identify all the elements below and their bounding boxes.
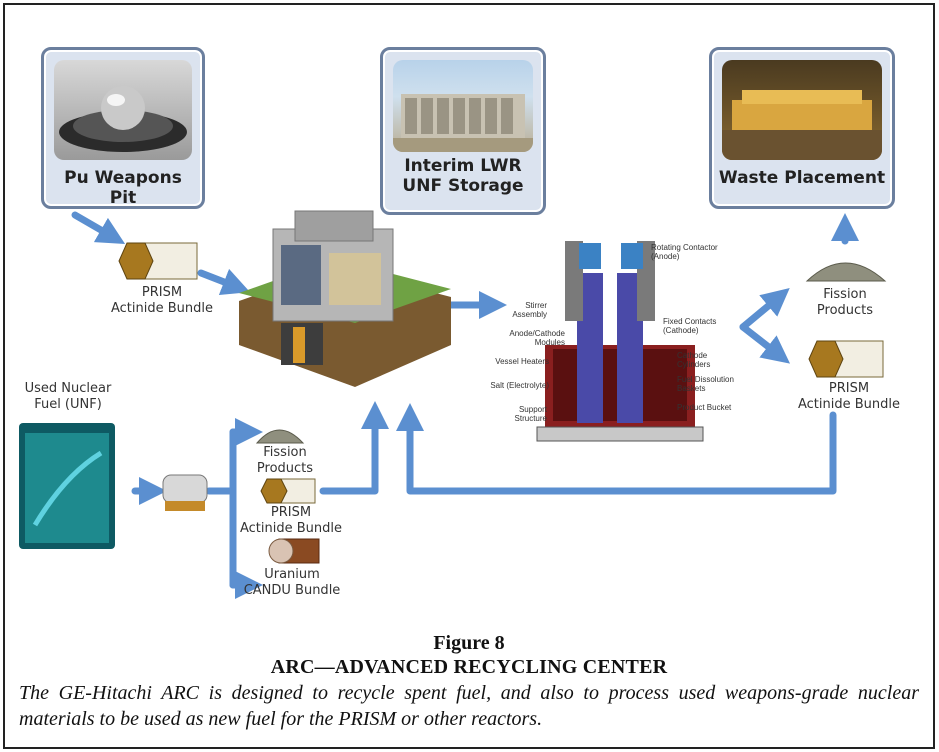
- figure-title: ARC—ADVANCED RECYCLING CENTER: [270, 656, 668, 678]
- label-support: Support Structure: [514, 405, 547, 423]
- prism-right-line1: PRISM: [828, 381, 870, 396]
- prism-right-label: PRISM Actinide Bundle: [789, 381, 909, 413]
- fission-left-line2: Products: [256, 461, 314, 476]
- lwr-storage-label: Interim LWR UNF Storage: [387, 156, 539, 196]
- prism-left-line1: PRISM: [270, 505, 312, 520]
- prism-top-line1: PRISM: [141, 285, 183, 300]
- uranium-line2: CANDU Bundle: [243, 583, 341, 598]
- arrow-bundle-to-plant: [197, 268, 251, 295]
- waste-placement-label: Waste Placement: [718, 168, 886, 188]
- waste-placement-box: Waste Placement: [709, 47, 895, 209]
- fission-left-line1: Fission: [263, 445, 307, 460]
- prism-left-line2: Actinide Bundle: [239, 521, 342, 536]
- pu-pit-photo: [54, 60, 192, 160]
- used-fuel-line2: Fuel (UNF): [34, 397, 102, 412]
- prism-bundle-top-icon: [118, 242, 198, 280]
- waste-placement-photo: [722, 60, 882, 160]
- facility-illustration: [239, 210, 451, 387]
- flow-arrows: [71, 211, 859, 599]
- used-fuel-label: Used Nuclear Fuel (UNF): [13, 381, 123, 413]
- fission-right-label: Fission Products: [805, 287, 885, 319]
- uranium-bundle-icon: [268, 538, 320, 564]
- prism-top-label: PRISM Actinide Bundle: [97, 285, 227, 317]
- fission-products-left-icon: [255, 429, 305, 444]
- figure-frame: Pu Weapons Pit Interim LWR UNF Storage: [3, 3, 935, 749]
- prism-bundle-left-icon: [260, 478, 316, 504]
- label-fixed-contacts: Fixed Contacts (Cathode): [663, 317, 717, 335]
- label-rotating-contactor: Rotating Contactor (Anode): [651, 243, 718, 261]
- lwr-storage-photo: [393, 60, 533, 152]
- prism-bundle-right-icon: [808, 340, 884, 378]
- fission-left-label: Fission Products: [245, 445, 325, 477]
- label-product-bucket: Product Bucket: [677, 403, 732, 412]
- prism-right-line2: Actinide Bundle: [797, 397, 900, 412]
- label-salt: Salt (Electrolyte): [490, 381, 549, 390]
- fission-right-line1: Fission: [823, 287, 867, 302]
- label-anode-cathode: Anode/Cathode Modules: [509, 329, 565, 347]
- lwr-storage-line2: UNF Storage: [402, 176, 524, 196]
- fission-products-right-icon: [805, 262, 887, 282]
- label-fuel-dissolution: Fuel Dissolution Baskets: [677, 375, 734, 393]
- pu-weapons-pit-box: Pu Weapons Pit: [41, 47, 205, 209]
- used-fuel-line1: Used Nuclear: [24, 381, 112, 396]
- figure-caption-block: Figure 8 ARC—ADVANCED RECYCLING CENTER T…: [5, 627, 933, 732]
- arrow-refiner-to-prism: [739, 323, 791, 364]
- transport-cask-icon: [162, 474, 208, 511]
- lwr-storage-line1: Interim LWR: [404, 156, 522, 176]
- uranium-label: Uranium CANDU Bundle: [237, 567, 347, 599]
- prism-top-line2: Actinide Bundle: [110, 301, 213, 316]
- process-diagram: [19, 210, 887, 599]
- arrow-prism-to-plant: [319, 401, 389, 495]
- label-cathode-cylinders: Cathode Cylinders: [677, 351, 711, 369]
- uranium-line1: Uranium: [264, 567, 320, 582]
- arrow-refiner-to-fission: [739, 288, 790, 331]
- label-vessel-heaters: Vessel Heaters: [495, 357, 549, 366]
- electrorefiner-illustration: [536, 241, 704, 442]
- arrow-recycle-return: [396, 403, 837, 495]
- used-fuel-pool-photo: [19, 423, 115, 549]
- interim-lwr-storage-box: Interim LWR UNF Storage: [380, 47, 546, 215]
- arrow-pit-to-bundle: [71, 211, 126, 245]
- figure-number: Figure 8: [433, 632, 505, 654]
- fission-right-line2: Products: [816, 303, 874, 318]
- prism-left-label: PRISM Actinide Bundle: [233, 505, 349, 537]
- label-stirrer: Stirrer Assembly: [512, 301, 547, 319]
- figure-caption-text: The GE-Hitachi ARC is designed to recycl…: [19, 682, 919, 730]
- pu-weapons-pit-label: Pu Weapons Pit: [64, 168, 182, 208]
